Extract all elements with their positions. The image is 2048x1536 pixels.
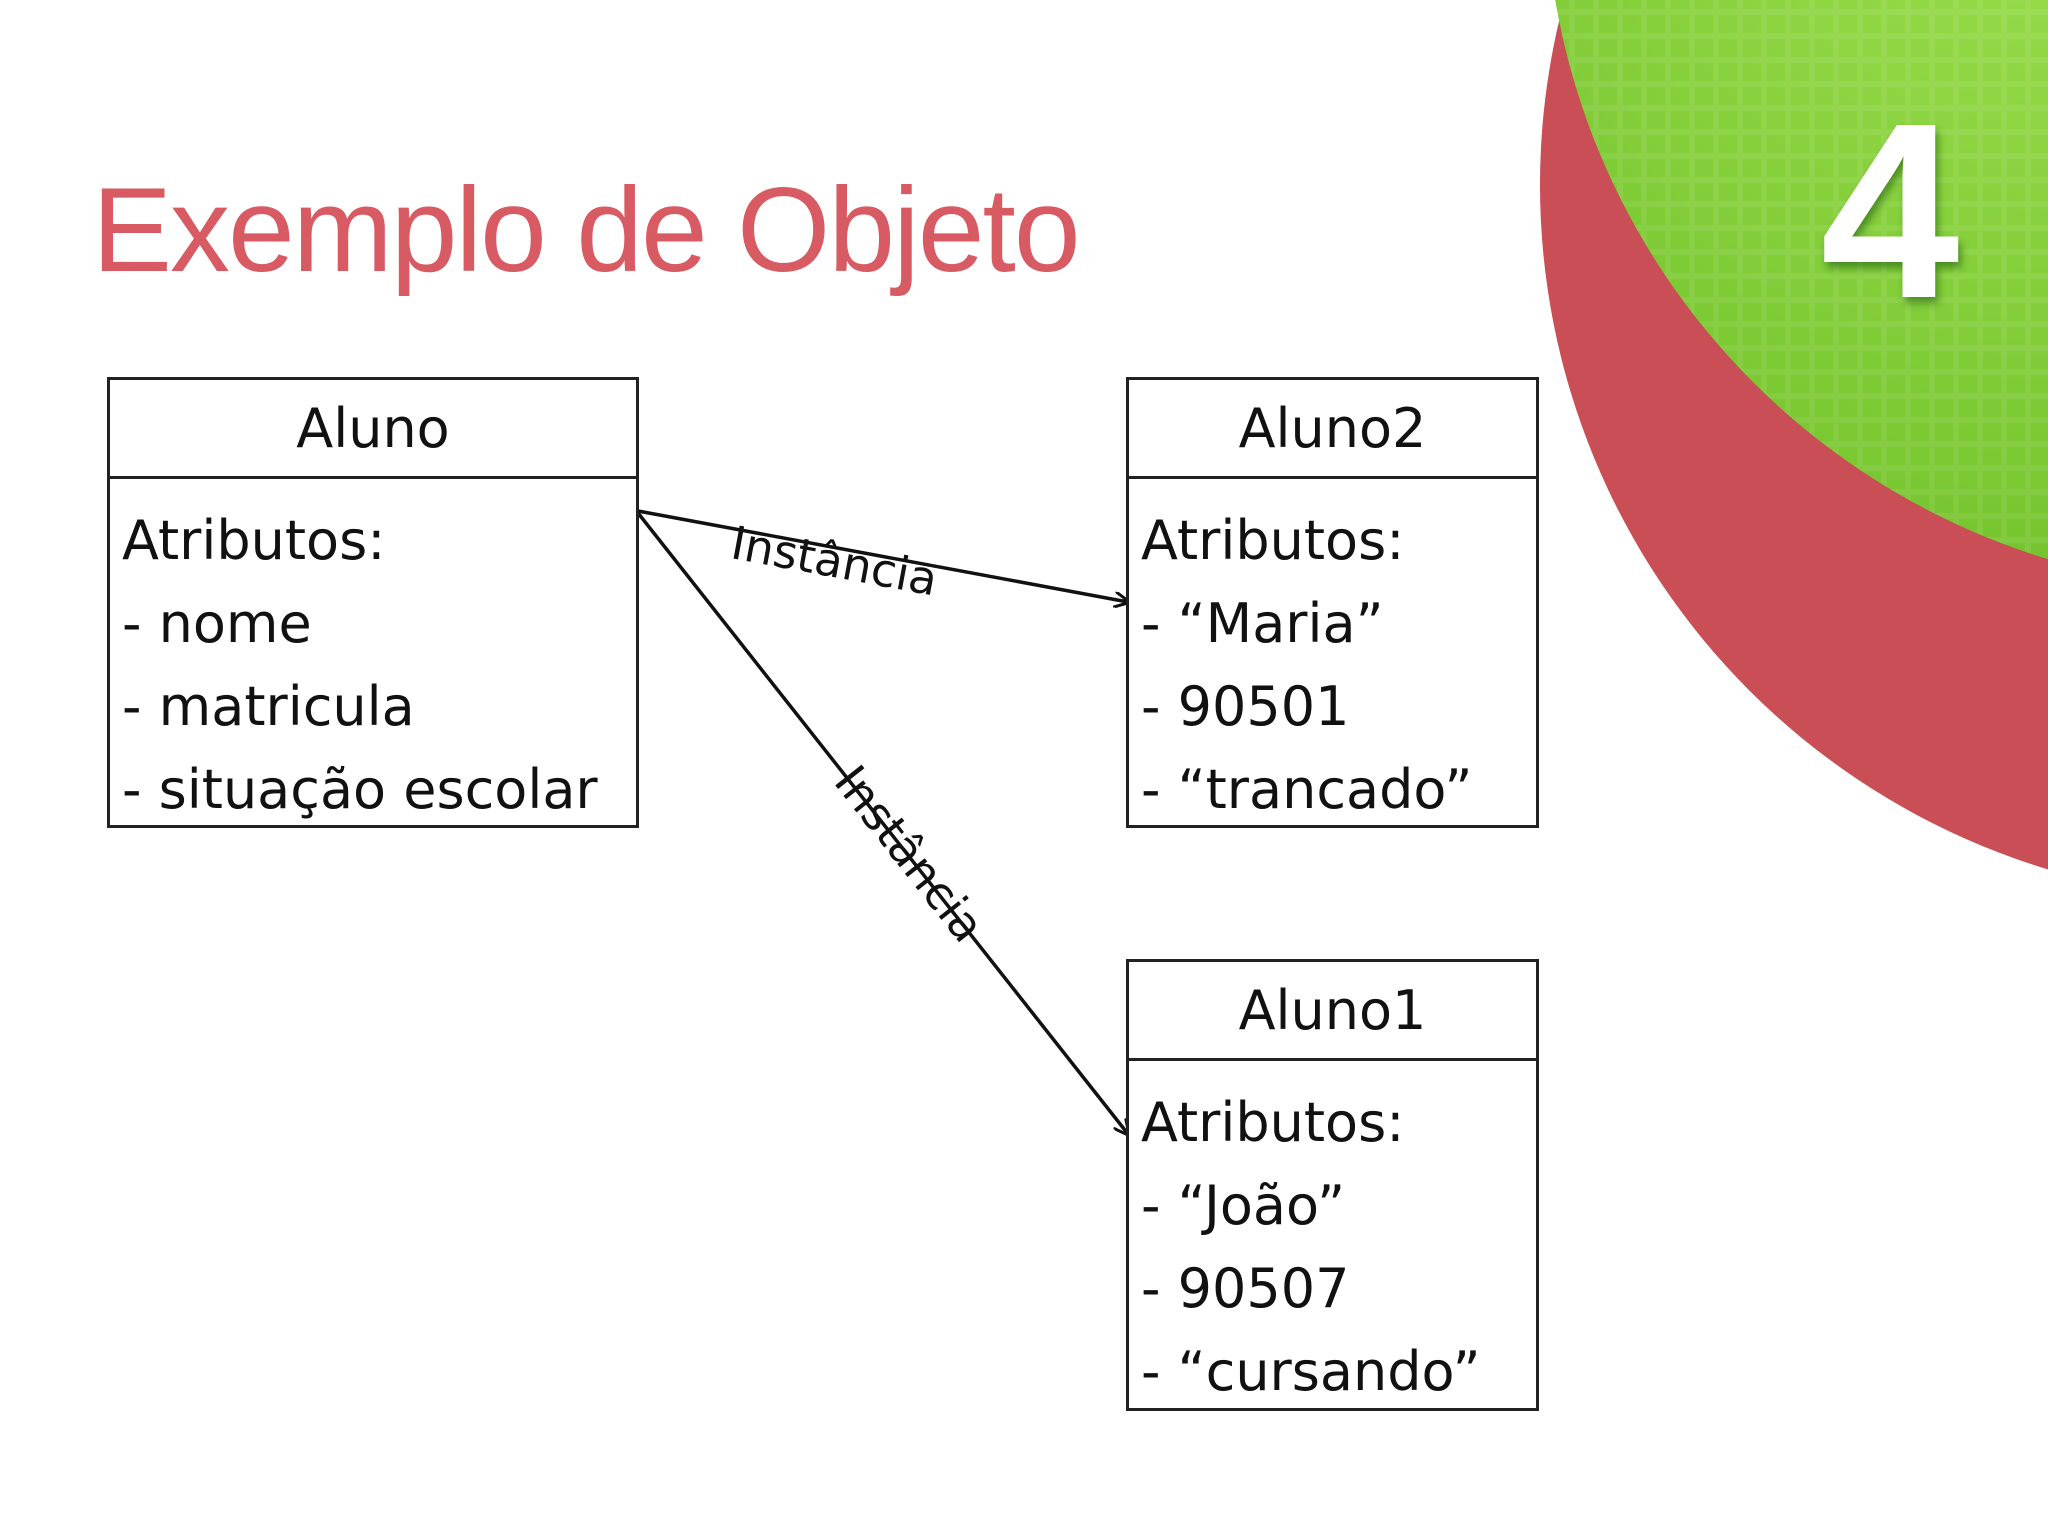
attribute-line: - “cursando” xyxy=(1141,1340,1481,1403)
slide-title: Exemplo de Objeto xyxy=(92,163,1081,297)
class-name: Aluno2 xyxy=(1129,380,1536,479)
attribute-line: - “Maria” xyxy=(1141,592,1384,655)
attribute-line: - 90501 xyxy=(1141,675,1350,738)
attribute-line: - nome xyxy=(122,592,312,655)
slide-number: 4 xyxy=(1820,71,1960,350)
attribute-line: - “trancado” xyxy=(1141,758,1473,821)
attribute-line: Atributos: xyxy=(1141,1091,1405,1154)
attribute-line: - matricula xyxy=(122,675,415,738)
class-name: Aluno1 xyxy=(1129,962,1536,1061)
attribute-line: - “João” xyxy=(1141,1174,1346,1237)
class-box-aluno: Aluno Atributos: - nome - matricula - si… xyxy=(107,377,639,828)
green-texture xyxy=(1555,0,2048,559)
attribute-line: Atributos: xyxy=(122,509,386,572)
attribute-line: - situação escolar xyxy=(122,758,598,821)
class-box-aluno2: Aluno2 Atributos: - “Maria” - 90501 - “t… xyxy=(1126,377,1539,828)
class-attributes: Atributos: - nome - matricula - situação… xyxy=(110,479,636,831)
class-attributes: Atributos: - “Maria” - 90501 - “trancado… xyxy=(1129,479,1536,831)
attribute-line: - 90507 xyxy=(1141,1257,1350,1320)
class-box-aluno1: Aluno1 Atributos: - “João” - 90507 - “cu… xyxy=(1126,959,1539,1411)
attribute-line: Atributos: xyxy=(1141,509,1405,572)
class-name: Aluno xyxy=(110,380,636,479)
class-attributes: Atributos: - “João” - 90507 - “cursando” xyxy=(1129,1061,1536,1413)
